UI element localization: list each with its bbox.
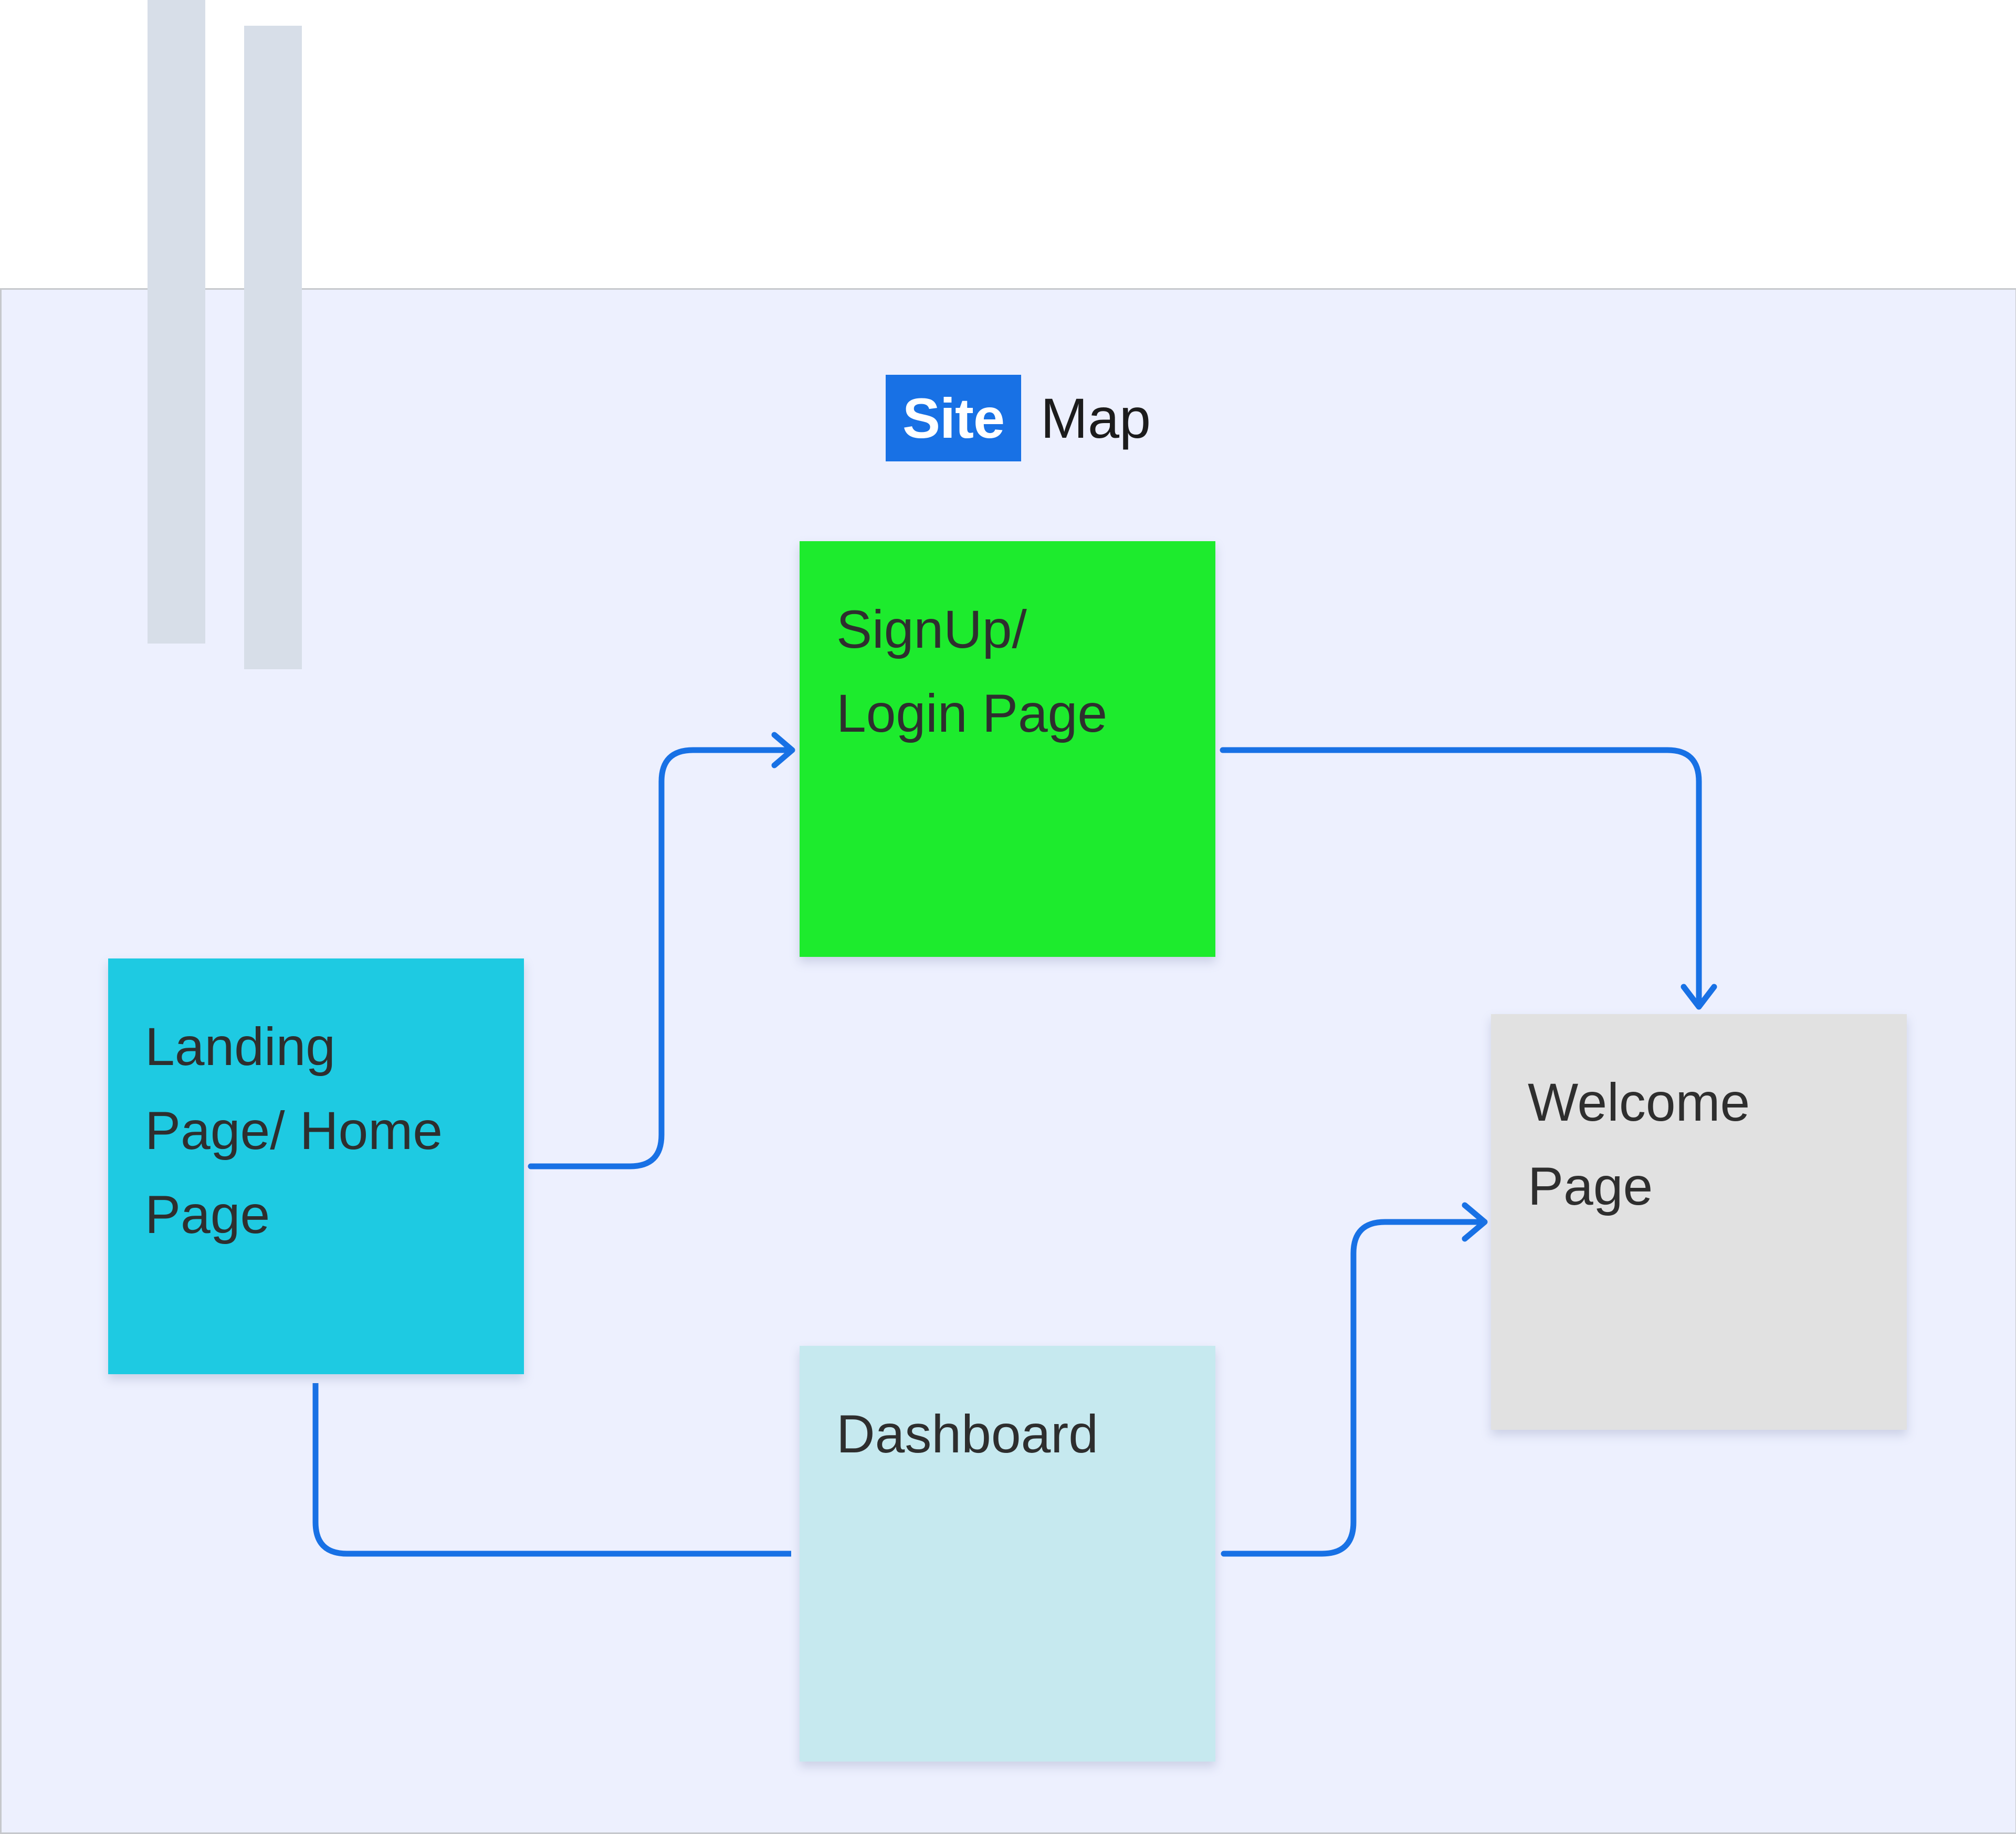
node-welcome-page[interactable]: Welcome Page — [1491, 1014, 1907, 1430]
decorative-bar-overlay — [148, 288, 205, 644]
node-label: SignUp/ Login Page — [836, 599, 1108, 743]
node-label: Landing Page/ Home Page — [145, 1017, 443, 1245]
title-text: Map — [1041, 386, 1151, 450]
node-dashboard[interactable]: Dashboard — [800, 1346, 1215, 1762]
node-label: Welcome Page — [1528, 1072, 1750, 1216]
title-highlight: Site — [886, 375, 1021, 461]
node-signup-login-page[interactable]: SignUp/ Login Page — [800, 541, 1215, 957]
node-landing-page[interactable]: Landing Page/ Home Page — [108, 958, 524, 1374]
node-label: Dashboard — [836, 1404, 1098, 1464]
decorative-bar-overlay — [244, 288, 302, 669]
